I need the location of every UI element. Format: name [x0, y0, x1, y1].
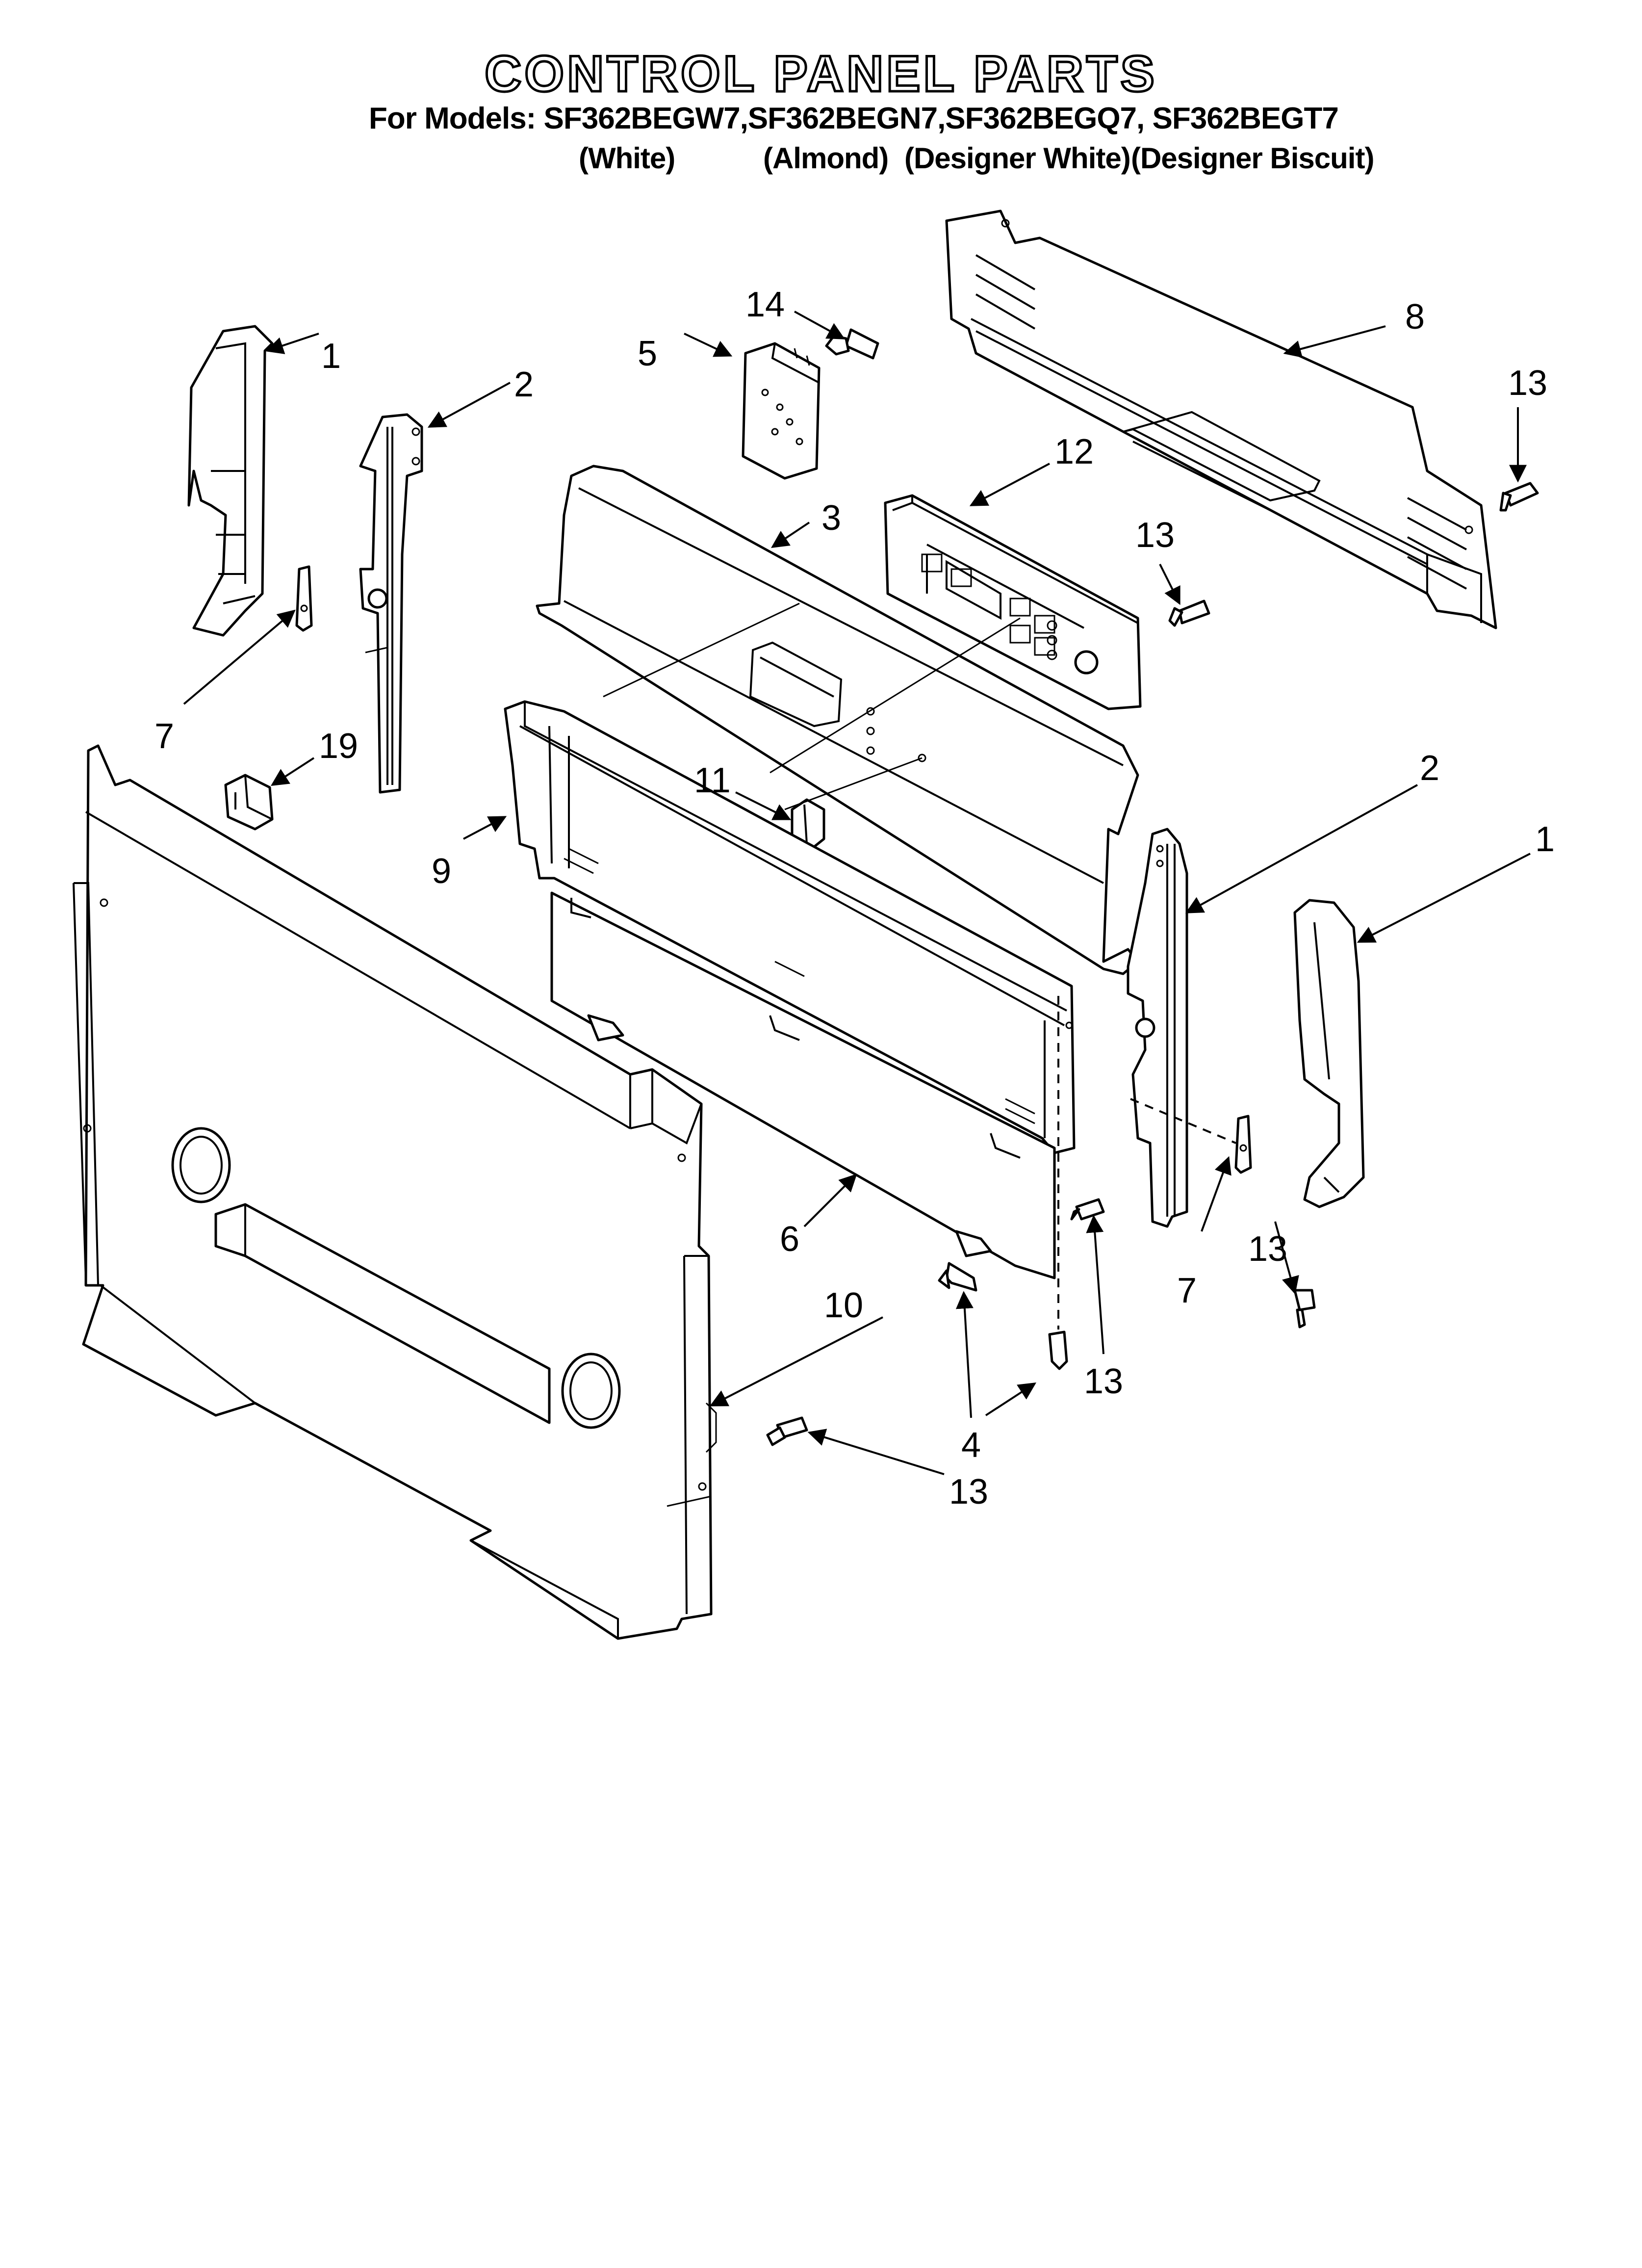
part-1-right-end-cap [1293, 899, 1365, 1208]
callout-4: 4 [961, 1426, 981, 1465]
callout-1-right: 1 [1535, 820, 1555, 859]
callout-7-left: 7 [154, 717, 174, 756]
callout-9: 9 [432, 852, 451, 891]
part-10-rear-panel [73, 744, 717, 1640]
part-13-screw-bottom [766, 1416, 808, 1446]
callout-19: 19 [319, 727, 358, 766]
part-14-screw [825, 328, 879, 360]
part-2-right-side-bracket [1127, 828, 1188, 1228]
part-13-screw-middle [1168, 600, 1210, 627]
part-12-control-module [884, 494, 1142, 710]
page-title: CONTROL PANEL PARTS [484, 45, 1157, 104]
callout-5: 5 [638, 334, 657, 373]
part-2-left-side-bracket [359, 413, 423, 794]
part-4-screws [938, 996, 1068, 1370]
part-7-right-tab [1130, 1098, 1252, 1174]
callout-13-top-right: 13 [1508, 364, 1547, 403]
callout-13-middle: 13 [1135, 516, 1175, 555]
callout-1-left: 1 [321, 337, 341, 376]
callout-6: 6 [780, 1220, 799, 1259]
part-1-left-end-cap [187, 325, 274, 637]
part-7-left-tab [295, 565, 313, 632]
part-5-board [742, 342, 821, 480]
callout-2-right: 2 [1420, 749, 1439, 788]
callout-12: 12 [1054, 432, 1094, 471]
color-note-designer-biscuit: (Designer Biscuit) [1131, 142, 1374, 175]
color-note-white: (White) [579, 142, 675, 175]
callout-11: 11 [694, 761, 731, 800]
callout-10: 10 [824, 1286, 863, 1325]
callout-13-bottom: 13 [949, 1472, 988, 1512]
models-line: For Models: SF362BEGW7,SF362BEGN7,SF362B… [369, 102, 1339, 135]
callout-7-right: 7 [1177, 1271, 1197, 1310]
callout-13-lower-middle: 13 [1084, 1362, 1123, 1401]
part-9-trim-frame [504, 700, 1076, 1154]
leader-lines [183, 311, 1531, 1507]
part-13-screw-lower-middle [1070, 1198, 1105, 1221]
part-13-screw-right [1293, 1289, 1316, 1329]
color-note-designer-white: (Designer White) [904, 142, 1131, 175]
part-6-glass [550, 891, 1073, 1279]
callout-labels: 1 2 14 5 8 13 12 3 13 7 19 11 9 2 1 6 13… [154, 285, 1555, 1512]
callout-13-right: 13 [1248, 1229, 1287, 1269]
part-19-clip [224, 774, 274, 831]
callout-3: 3 [821, 498, 841, 538]
part-13-screw-top-right [1499, 482, 1539, 512]
part-8-rear-trim [945, 209, 1497, 629]
color-note-almond: (Almond) [763, 142, 889, 175]
callout-2-left: 2 [514, 365, 534, 404]
callout-8: 8 [1405, 297, 1425, 337]
callout-14: 14 [745, 285, 785, 324]
